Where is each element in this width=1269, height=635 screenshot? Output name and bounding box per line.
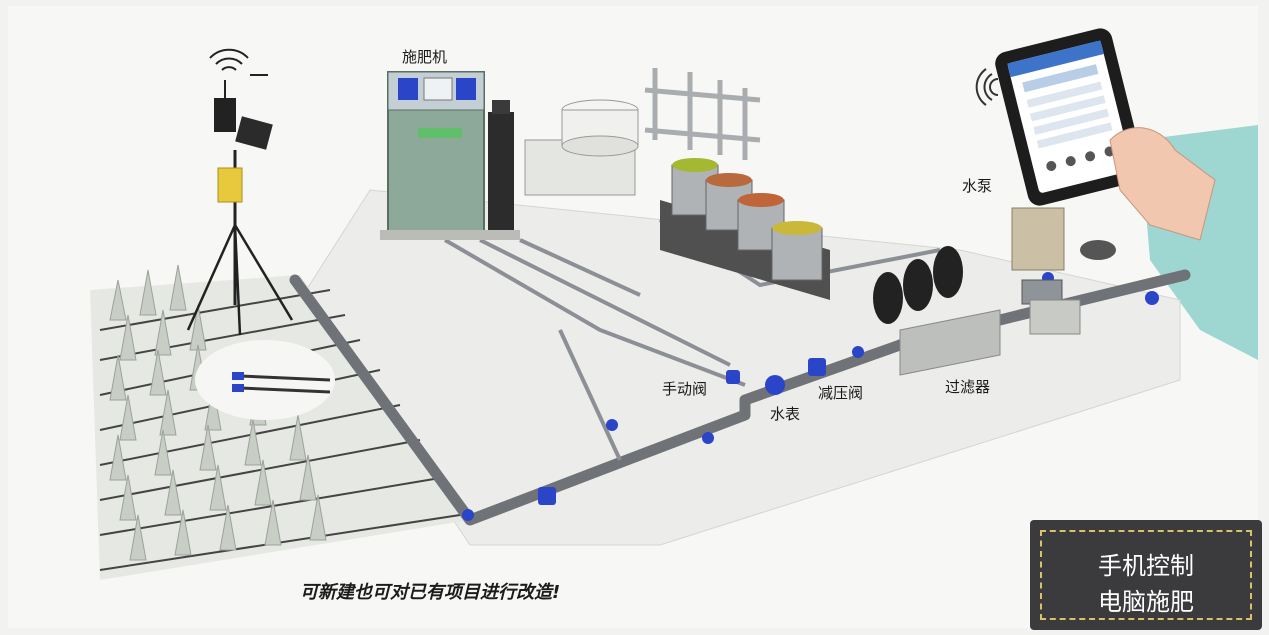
pipe-valves (462, 272, 1159, 521)
badge-line-1: 手机控制 (1098, 552, 1194, 580)
flow-arrow-icon (606, 419, 618, 431)
filter-housing (903, 259, 933, 311)
wifi-signal-icon (209, 48, 249, 71)
fertilizer-tanks (660, 158, 830, 300)
sensor-clearing (195, 340, 335, 420)
water-tank (524, 99, 639, 196)
manual-valve-icon (726, 370, 740, 384)
weather-station-icon (186, 74, 294, 336)
smartphone-icon (995, 28, 1145, 206)
label-filter: 过滤器 (945, 378, 991, 396)
flow-arrow-icon (702, 432, 714, 444)
filter-units (873, 246, 1001, 376)
label-water-pump: 水泵 (962, 177, 993, 195)
feature-badge: 手机控制 电脑施肥 (1030, 520, 1262, 630)
field-ground (90, 275, 470, 580)
water-meter-icon (765, 375, 785, 395)
flow-arrow-icon (462, 509, 474, 521)
slogan-text: 可新建也可对已有项目进行改造! (300, 582, 561, 603)
label-fertilizer-machine: 施肥机 (402, 48, 448, 66)
pipe-valve (538, 487, 556, 505)
flow-arrow-icon (1145, 291, 1159, 305)
soil-sensors (239, 374, 331, 394)
hand-icon (1109, 127, 1216, 241)
badge-line-2: 电脑施肥 (1098, 588, 1194, 616)
filter-housing (873, 272, 903, 324)
label-pressure-reducing-valve: 减压阀 (818, 384, 864, 402)
manifold-rack (644, 68, 761, 160)
badge-dashed-border (1040, 530, 1252, 620)
sensor-probe (232, 372, 244, 380)
filter-housing (933, 246, 963, 298)
crop-plants (109, 264, 327, 561)
label-manual-valve: 手动阀 (662, 380, 708, 398)
water-pump (1011, 207, 1116, 335)
pressure-reducing-valve-icon (808, 358, 826, 376)
flow-arrow-icon (852, 346, 864, 358)
sensor-probe (232, 384, 244, 392)
fertilizer-machine (380, 71, 520, 240)
label-water-meter: 水表 (770, 405, 801, 423)
fertilizer-tank (771, 221, 823, 281)
phone-signal-icon (975, 68, 999, 106)
